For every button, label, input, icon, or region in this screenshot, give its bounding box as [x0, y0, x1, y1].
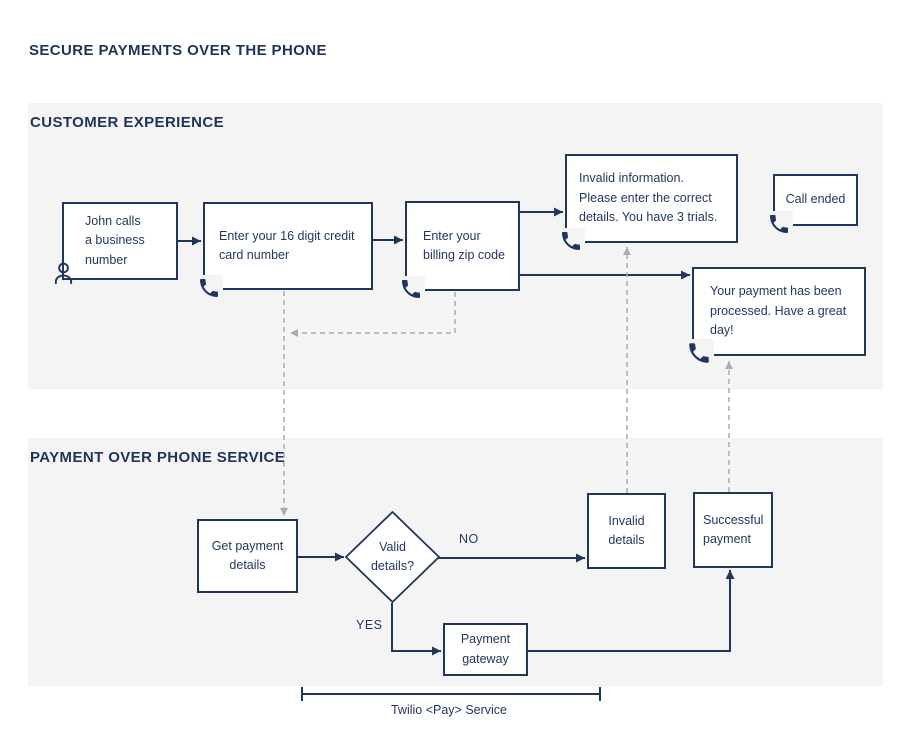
- node-get-payment-details: Get payment details: [197, 519, 298, 593]
- node-payment-gateway: Payment gateway: [443, 623, 528, 676]
- twilio-service-bracket-label: Twilio <Pay> Service: [390, 703, 508, 717]
- phone-call-icon: [684, 339, 714, 367]
- node-enter-card-number: Enter your 16 digit credit card number: [195, 202, 373, 301]
- lane-payment-service-title: PAYMENT OVER PHONE SERVICE: [30, 449, 286, 466]
- node-enter-zip-code: Enter your billing zip code: [397, 201, 520, 302]
- node-john-calls-label: John calls a business number: [85, 213, 145, 267]
- node-successful-payment: Successful payment: [693, 492, 773, 568]
- phone-call-icon: [557, 228, 585, 254]
- page-title: SECURE PAYMENTS OVER THE PHONE: [29, 42, 327, 59]
- node-payment-processed: Your payment has been processed. Have a …: [684, 267, 866, 367]
- node-valid-details-label: Valid details?: [370, 540, 415, 573]
- node-invalid-details: Invalid details: [587, 493, 666, 569]
- node-payment-processed-label: Your payment has been processed. Have a …: [710, 284, 847, 338]
- node-invalid-details-label: Invalid details: [608, 513, 645, 548]
- node-call-ended-label: Call ended: [785, 192, 846, 207]
- node-get-payment-details-label: Get payment details: [211, 538, 284, 573]
- edge-gateway-to-success: [527, 570, 735, 652]
- node-valid-details-decision: Valid details?: [344, 510, 441, 604]
- diamond-shape: [344, 510, 441, 604]
- phone-call-icon: [195, 275, 223, 301]
- phone-call-icon: [397, 276, 425, 302]
- person-icon: [48, 258, 79, 287]
- node-john-calls: John calls a business number: [54, 202, 178, 285]
- edge-dashed-zip-join: [290, 292, 456, 337]
- node-enter-zip-code-label: Enter your billing zip code: [423, 228, 505, 263]
- twilio-service-bracket: [301, 687, 601, 701]
- node-enter-card-number-label: Enter your 16 digit credit card number: [219, 228, 355, 263]
- lane-customer-experience-title: CUSTOMER EXPERIENCE: [30, 114, 225, 131]
- node-call-ended: Call ended: [765, 174, 858, 237]
- node-invalid-information-label: Invalid information. Please enter the co…: [579, 171, 718, 225]
- edge-label-yes: YES: [356, 618, 383, 632]
- edge-diamond-yes-to-gateway: [391, 603, 441, 656]
- edge-label-no: NO: [459, 532, 479, 546]
- node-payment-gateway-label: Payment gateway: [460, 632, 511, 666]
- node-successful-payment-label: Successful payment: [703, 512, 764, 547]
- node-invalid-information: Invalid information. Please enter the co…: [557, 154, 738, 254]
- phone-call-icon: [765, 211, 793, 237]
